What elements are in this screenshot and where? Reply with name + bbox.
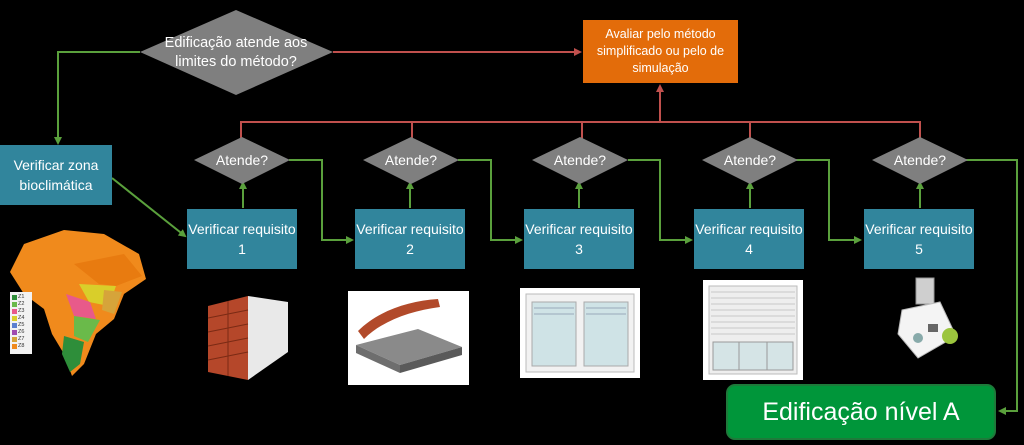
brick-wall-image [207, 296, 288, 380]
check-diamond-2 [363, 137, 459, 184]
edge-bus [240, 121, 921, 140]
requirement-box-5: Verificar requisito 5 [864, 209, 974, 269]
decision-diamond-top [140, 10, 333, 95]
requirement-box-4: Verificar requisito 4 [694, 209, 804, 269]
check-diamond-1 [194, 137, 290, 184]
brazil-zone-map-image [10, 230, 146, 376]
edge-top-to-zone [54, 51, 140, 145]
check-label-2: Atende? [384, 152, 438, 168]
check-label-1: Atende? [215, 152, 269, 168]
building-level-a-box: Edificação nível A [726, 384, 996, 440]
evaluate-method-box: Avaliar pelo método simplificado ou pelo… [583, 20, 738, 83]
edge-to-final [966, 159, 1018, 415]
water-heater-image [897, 277, 958, 359]
check-diamond-5 [872, 137, 968, 184]
check-diamond-4 [702, 137, 798, 184]
check-label-3: Atende? [553, 152, 607, 168]
decision-top-label: Edificação atende aos limites do método? [164, 35, 308, 70]
roof-slab-image [348, 291, 469, 385]
check-label-5: Atende? [893, 152, 947, 168]
check-diamond-3 [532, 137, 628, 184]
window-image-1 [520, 288, 640, 378]
requirement-box-1: Verificar requisito 1 [187, 209, 297, 269]
requirement-box-3: Verificar requisito 3 [524, 209, 634, 269]
check-label-4: Atende? [723, 152, 777, 168]
edge-zone-to-req1 [111, 177, 187, 238]
window-shutter-image [703, 280, 803, 380]
verify-zone-box: Verificar zona bioclimática [0, 145, 112, 205]
requirement-box-2: Verificar requisito 2 [355, 209, 465, 269]
